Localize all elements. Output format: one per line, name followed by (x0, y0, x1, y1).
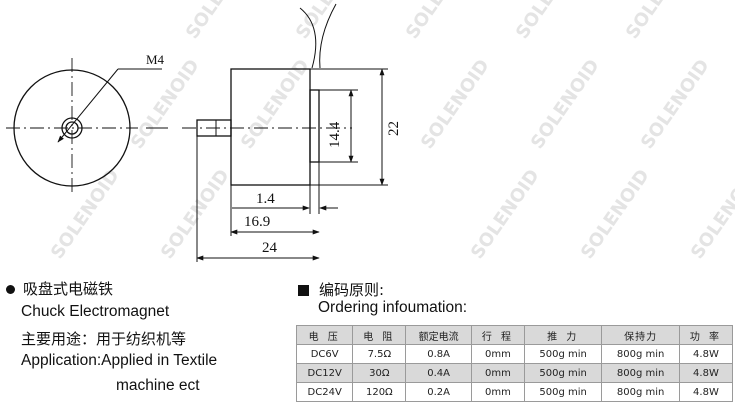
square-bullet-icon (298, 285, 309, 297)
svg-text:SOLENOID: SOLENOID (417, 56, 494, 153)
technical-drawing: SOLENOID SOLENOID SOLENOID SOLENOID SOLE… (6, 0, 735, 263)
product-name-en: Chuck Electromagnet (21, 303, 170, 320)
svg-text:SOLENOID: SOLENOID (47, 166, 124, 263)
cell-current: 0.2A (405, 382, 472, 402)
cell-stroke: 0mm (470, 382, 525, 402)
thread-label: M4 (146, 52, 165, 67)
cell-holding: 800g min (601, 363, 680, 383)
cell-power: 4.8W (678, 382, 734, 402)
table-row: DC24V 120Ω 0.2A 0mm 500g min 800g min 4.… (295, 382, 734, 402)
product-use-cn: 主要用途：用于纺织机等 (21, 330, 187, 348)
svg-text:SOLENOID: SOLENOID (622, 0, 699, 43)
svg-text:SOLENOID: SOLENOID (637, 56, 714, 153)
dim-22: 22 (386, 121, 402, 136)
svg-text:SOLENOID: SOLENOID (687, 166, 735, 263)
header-holding-force: 保持力 (601, 325, 680, 345)
dimensions (196, 68, 388, 262)
header-voltage: 电 压 (295, 325, 354, 345)
cell-force: 500g min (523, 382, 603, 402)
cell-holding: 800g min (601, 344, 680, 364)
cell-force: 500g min (523, 363, 603, 383)
cell-stroke: 0mm (470, 363, 525, 383)
svg-text:SOLENOID: SOLENOID (512, 0, 589, 43)
dim-16-9: 16.9 (244, 214, 270, 230)
cell-stroke: 0mm (470, 344, 525, 364)
dim-24: 24 (262, 240, 278, 256)
cell-resistance: 120Ω (352, 382, 407, 402)
cell-resistance: 30Ω (352, 363, 407, 383)
product-name-cn-row: 吸盘式电磁铁 (6, 278, 113, 299)
cell-voltage: DC12V (295, 363, 354, 383)
header-power: 功 率 (678, 325, 734, 345)
svg-text:SOLENOID: SOLENOID (127, 56, 204, 153)
ordering-title-cn: 编码原则: (319, 281, 385, 299)
svg-text:SOLENOID: SOLENOID (182, 0, 259, 43)
header-rated-current: 额定电流 (405, 325, 472, 345)
svg-text:SOLENOID: SOLENOID (577, 166, 654, 263)
ordering-title-en: Ordering infoumation: (318, 299, 468, 316)
spec-table: 电 压 电 阻 额定电流 行 程 推 力 保持力 功 率 DC6V 7.5Ω 0… (295, 325, 734, 402)
header-stroke: 行 程 (470, 325, 525, 345)
front-view (6, 58, 162, 196)
product-name-cn: 吸盘式电磁铁 (23, 280, 114, 298)
cell-current: 0.4A (405, 363, 472, 383)
dim-1-4: 1.4 (256, 191, 275, 207)
svg-text:SOLENOID: SOLENOID (292, 0, 369, 43)
table-row: DC6V 7.5Ω 0.8A 0mm 500g min 800g min 4.8… (295, 344, 734, 364)
cell-force: 500g min (523, 344, 603, 364)
cell-power: 4.8W (678, 363, 734, 383)
spec-header-row: 电 压 电 阻 额定电流 行 程 推 力 保持力 功 率 (295, 325, 734, 345)
table-row: DC12V 30Ω 0.4A 0mm 500g min 800g min 4.8… (295, 363, 734, 383)
svg-text:SOLENOID: SOLENOID (527, 56, 604, 153)
cell-voltage: DC24V (295, 382, 354, 402)
ordering-title-cn-row: 编码原则: (298, 279, 384, 300)
cell-power: 4.8W (678, 344, 734, 364)
svg-text:SOLENOID: SOLENOID (467, 166, 544, 263)
svg-text:SOLENOID: SOLENOID (402, 0, 479, 43)
svg-text:SOLENOID: SOLENOID (237, 56, 314, 153)
bullet-icon (6, 285, 15, 295)
cell-current: 0.8A (405, 344, 472, 364)
header-force: 推 力 (523, 325, 603, 345)
product-use-en-2: machine ect (116, 377, 200, 394)
cell-resistance: 7.5Ω (352, 344, 407, 364)
product-use-en-1: Application:Applied in Textile (21, 352, 218, 369)
header-resistance: 电 阻 (352, 325, 407, 345)
svg-text:SOLENOID: SOLENOID (157, 166, 234, 263)
cell-voltage: DC6V (295, 344, 354, 364)
dim-14-4: 14.4 (327, 121, 343, 148)
side-view (146, 3, 352, 186)
cell-holding: 800g min (601, 382, 680, 402)
